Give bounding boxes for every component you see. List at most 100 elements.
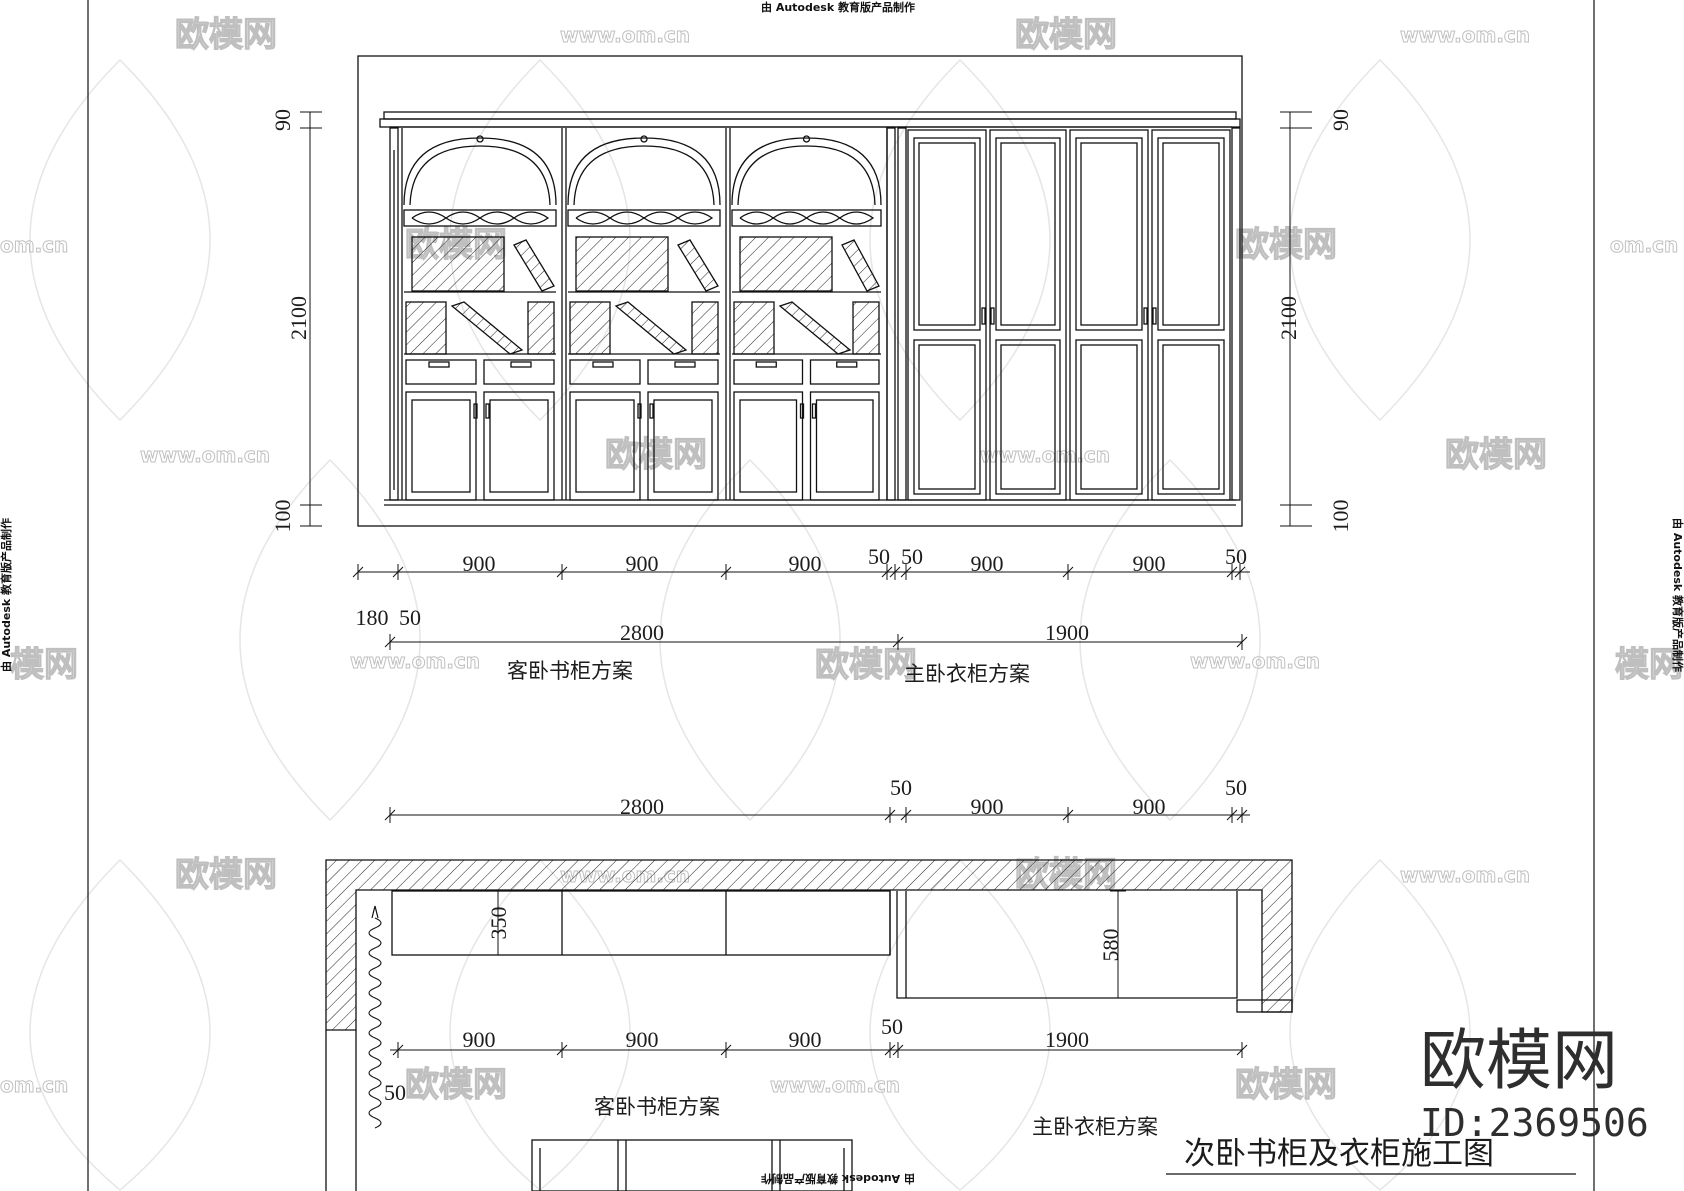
books: [852, 301, 880, 355]
dim-w-900: 900: [1133, 551, 1166, 576]
door-handle: [981, 307, 986, 325]
arch-keystone: [802, 135, 811, 143]
door-panel-upper: [1157, 137, 1225, 331]
leaning-books: [778, 301, 852, 355]
door-panel: [411, 399, 471, 493]
wm-url-short: om.cn: [1610, 233, 1678, 257]
plan-dim-900: 900: [971, 794, 1004, 819]
dim-w-50: 50: [868, 544, 890, 569]
brand-logo: 欧模网: [1420, 1022, 1618, 1099]
door-handle: [1152, 307, 1157, 325]
wm-logo: 欧模网: [1235, 225, 1337, 265]
leaning-books: [450, 301, 524, 355]
door-panel-upper: [913, 137, 981, 331]
plan-label-wardrobe: 主卧衣柜方案: [1032, 1115, 1158, 1139]
plan-label-study: 客卧书柜方案: [594, 1095, 720, 1119]
wm-url: www.om.cn: [980, 443, 1110, 467]
dim-right-100: 100: [1328, 500, 1353, 533]
door-panel-upper: [995, 137, 1061, 331]
plan-dimensions: [390, 814, 1250, 1051]
arch-keystone: [640, 135, 648, 143]
wm-url: www.om.cn: [350, 649, 480, 673]
dim-w-900: 900: [971, 551, 1004, 576]
books: [733, 301, 775, 355]
bookcase-unit: [401, 128, 563, 501]
arch: [731, 137, 882, 206]
lattice-band: [403, 209, 557, 227]
door-panel-lower: [913, 339, 981, 495]
wm-url: www.om.cn: [1190, 649, 1320, 673]
drawer-handle: [755, 361, 777, 368]
books: [527, 301, 555, 355]
wm-url-short: om.cn: [0, 1073, 68, 1097]
plan-dim-900: 900: [626, 1027, 659, 1052]
bookcase-unit: [565, 128, 727, 501]
elevation-frame: [357, 55, 1243, 527]
plan-dim-50-side: 50: [384, 1080, 406, 1105]
plan-dim-50: 50: [1225, 775, 1247, 800]
dim-w-900: 900: [463, 551, 496, 576]
crown-moulding: [383, 111, 1237, 120]
dim-left-90: 90: [270, 109, 295, 131]
cabinet-elevation: [357, 55, 1243, 527]
cabinet-plan: [325, 859, 1293, 1191]
door-panel: [653, 399, 713, 493]
door: [733, 391, 804, 501]
wm-url: www.om.cn: [1400, 23, 1530, 47]
stamp-bottom: 由 Autodesk 教育版产品制作: [761, 1172, 915, 1186]
lattice-band: [731, 209, 882, 227]
plan-bookcase: [391, 890, 891, 956]
brand-id: ID:2369506: [1420, 1101, 1649, 1145]
drawer: [809, 359, 880, 385]
wm-logo: 欧模网: [815, 645, 917, 685]
stamp-left: 由 Autodesk 教育版产品制作: [0, 518, 13, 672]
dim-right-90: 90: [1328, 109, 1353, 131]
arch-keystone: [476, 135, 484, 143]
drawer: [733, 359, 804, 385]
dim-edge-50: 50: [399, 605, 421, 630]
door-handle: [485, 403, 490, 419]
plan-dim-900: 900: [463, 1027, 496, 1052]
pilaster-right: [1231, 127, 1241, 501]
door-handle: [799, 403, 805, 419]
plan-dim-900: 900: [789, 1027, 822, 1052]
curtain-symbol: [368, 917, 382, 1129]
plan-dim-50: 50: [890, 775, 912, 800]
wardrobe-door: [907, 129, 987, 501]
door-handle: [637, 403, 642, 419]
plan-dim-2800: 2800: [620, 794, 664, 819]
arch: [567, 137, 721, 206]
sheet-border: [87, 0, 1595, 1191]
wm-logo: 欧模网: [405, 1065, 507, 1105]
label-study-cabinet: 客卧书柜方案: [507, 659, 633, 683]
leaning-books: [513, 239, 555, 292]
plan-dim-1900: 1900: [1045, 1027, 1089, 1052]
door-handle: [473, 403, 478, 419]
door: [483, 391, 555, 501]
watermark-layer: 欧模网 欧模网 欧模网 欧模网 欧模网 欧模网 欧模网 欧模网 欧模网 欧模网 …: [0, 14, 1684, 1191]
wall-hatch: [325, 859, 1293, 1031]
stamp-right: 由 Autodesk 教育版产品制作: [1671, 518, 1684, 672]
door-panel: [575, 399, 635, 493]
bookcase-unit: [729, 128, 888, 501]
dim-w-50: 50: [1225, 544, 1247, 569]
dim-left-2100: 2100: [286, 296, 311, 340]
wm-logo: 欧模网: [175, 855, 277, 895]
wardrobe-door: [989, 129, 1067, 501]
books: [691, 301, 719, 355]
plan-depth-350: 350: [486, 907, 511, 940]
label-wardrobe: 主卧衣柜方案: [904, 662, 1030, 686]
plan-dimension-text: 2800 50 900 900 50 350 580 900 900 900 5…: [384, 775, 1247, 1139]
drawing-title: 次卧书柜及衣柜施工图: [1184, 1136, 1494, 1172]
dim-right-2100: 2100: [1276, 296, 1301, 340]
dim-total-2800: 2800: [620, 620, 664, 645]
books: [411, 236, 505, 292]
dim-left-100: 100: [270, 500, 295, 533]
dim-w-900: 900: [789, 551, 822, 576]
dim-w-50: 50: [901, 544, 923, 569]
plan-depth-580: 580: [1098, 929, 1123, 962]
door-panel-lower: [1075, 339, 1143, 495]
drawer-handle: [428, 361, 450, 368]
door-panel: [739, 399, 798, 493]
